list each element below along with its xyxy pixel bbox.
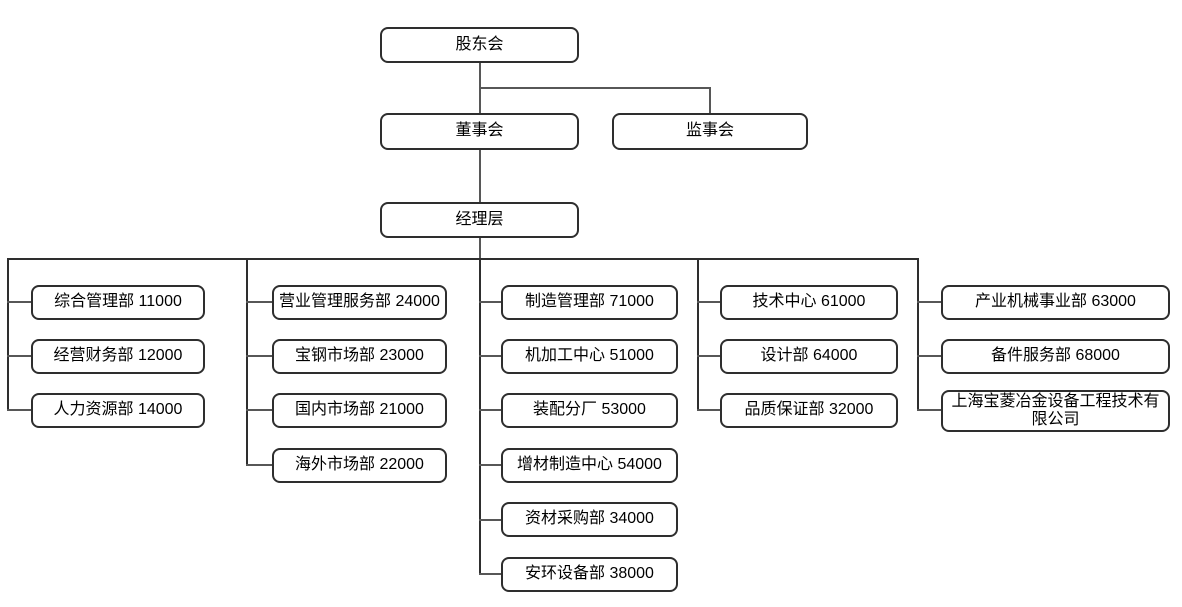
org-node-additive-manufacturing-center: 增材制造中心 54000 bbox=[501, 448, 678, 483]
connector-line bbox=[479, 238, 481, 258]
org-node-overseas-market-dept: 海外市场部 22000 bbox=[272, 448, 447, 483]
connector-line bbox=[479, 301, 501, 303]
connector-line bbox=[7, 355, 31, 357]
connector-line bbox=[246, 301, 272, 303]
connector-line bbox=[479, 87, 711, 89]
org-node-technology-center: 技术中心 61000 bbox=[720, 285, 898, 320]
connector-line bbox=[246, 464, 272, 466]
org-node-materials-procurement-dept: 资材采购部 34000 bbox=[501, 502, 678, 537]
connector-line bbox=[246, 355, 272, 357]
org-node-design-dept: 设计部 64000 bbox=[720, 339, 898, 374]
connector-line bbox=[709, 87, 711, 113]
org-node-supervisory-board: 监事会 bbox=[612, 113, 808, 150]
org-node-assembly-branch-factory: 装配分厂 53000 bbox=[501, 393, 678, 428]
org-node-domestic-market-dept: 国内市场部 21000 bbox=[272, 393, 447, 428]
org-node-operating-finance-dept: 经营财务部 12000 bbox=[31, 339, 205, 374]
connector-line bbox=[7, 258, 919, 260]
org-node-manufacturing-management-dept: 制造管理部 71000 bbox=[501, 285, 678, 320]
connector-line bbox=[246, 258, 248, 466]
org-node-quality-assurance-dept: 品质保证部 32000 bbox=[720, 393, 898, 428]
org-node-business-management-service-dept: 营业管理服务部 24000 bbox=[272, 285, 447, 320]
connector-line bbox=[479, 519, 501, 521]
connector-line bbox=[917, 355, 941, 357]
connector-line bbox=[917, 409, 941, 411]
org-node-spare-parts-service-dept: 备件服务部 68000 bbox=[941, 339, 1170, 374]
connector-line bbox=[7, 301, 31, 303]
connector-line bbox=[479, 409, 501, 411]
connector-line bbox=[479, 573, 501, 575]
connector-line bbox=[479, 355, 501, 357]
org-node-baosteel-market-dept: 宝钢市场部 23000 bbox=[272, 339, 447, 374]
org-node-board-of-directors: 董事会 bbox=[380, 113, 579, 150]
org-node-human-resources-dept: 人力资源部 14000 bbox=[31, 393, 205, 428]
org-node-comprehensive-management-dept: 综合管理部 11000 bbox=[31, 285, 205, 320]
org-node-shareholders-meeting: 股东会 bbox=[380, 27, 579, 63]
org-node-industrial-machinery-division: 产业机械事业部 63000 bbox=[941, 285, 1170, 320]
connector-line bbox=[479, 258, 481, 575]
connector-line bbox=[479, 464, 501, 466]
org-node-safety-environment-equipment-dept: 安环设备部 38000 bbox=[501, 557, 678, 592]
connector-line bbox=[246, 409, 272, 411]
connector-line bbox=[7, 258, 9, 411]
connector-line bbox=[697, 258, 699, 411]
connector-line bbox=[917, 258, 919, 411]
connector-line bbox=[479, 150, 481, 202]
connector-line bbox=[697, 355, 720, 357]
connector-line bbox=[697, 301, 720, 303]
connector-line bbox=[917, 301, 941, 303]
connector-line bbox=[697, 409, 720, 411]
org-node-machining-center: 机加工中心 51000 bbox=[501, 339, 678, 374]
org-node-shanghai-baoling-company: 上海宝菱冶金设备工程技术有限公司 bbox=[941, 390, 1170, 432]
org-node-management-layer: 经理层 bbox=[380, 202, 579, 238]
connector-line bbox=[7, 409, 31, 411]
